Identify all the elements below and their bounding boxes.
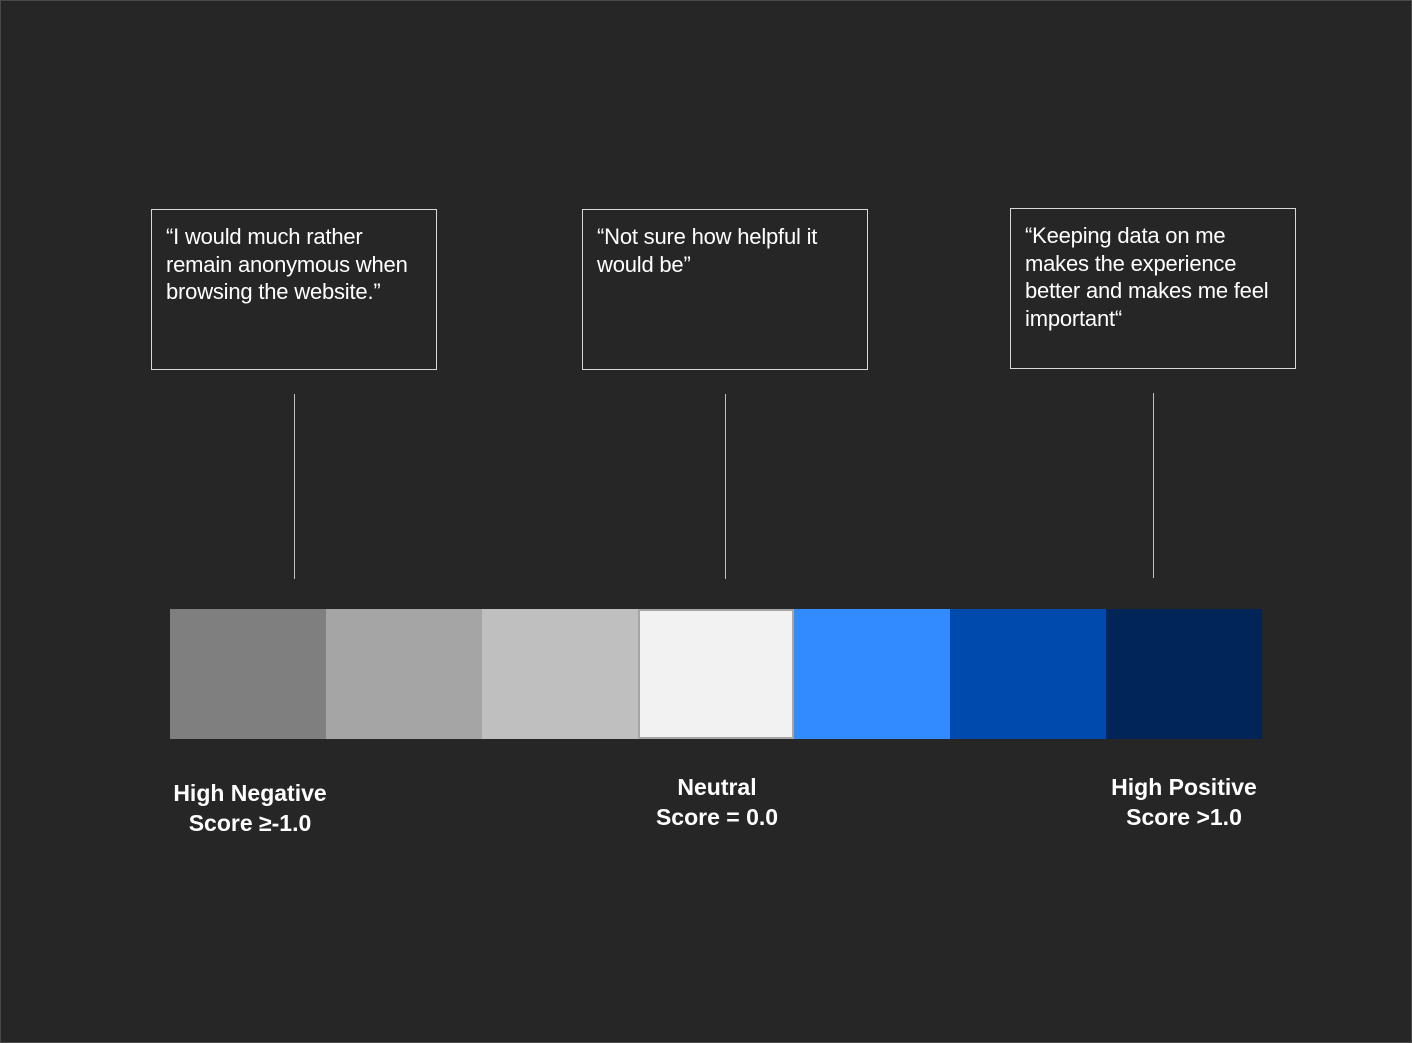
quote-text-positive: “Keeping data on me makes the experience…: [1025, 223, 1269, 331]
scale-segment-3: [482, 609, 638, 739]
label-neutral-score: Score = 0.0: [655, 804, 779, 830]
quote-text-negative: “I would much rather remain anonymous wh…: [166, 224, 408, 304]
scale-segment-5: [794, 609, 950, 739]
label-high-positive-score: Score >1.0: [1126, 804, 1242, 830]
label-high-positive: High Positive Score >1.0: [1054, 772, 1314, 832]
label-neutral: Neutral Score = 0.0: [587, 772, 847, 832]
label-neutral-title: Neutral: [677, 774, 757, 800]
scale-segment-neutral: [638, 609, 794, 739]
scale-segment-7: [1106, 609, 1262, 739]
label-high-negative-score: Score ≥-1.0: [188, 810, 312, 836]
label-high-positive-title: High Positive: [1111, 774, 1257, 800]
sentiment-color-scale: [170, 609, 1262, 739]
quote-box-neutral: “Not sure how helpful it would be”: [582, 209, 868, 370]
label-high-negative: High Negative Score ≥-1.0: [120, 778, 380, 838]
scale-segment-2: [326, 609, 482, 739]
quote-text-neutral: “Not sure how helpful it would be”: [597, 224, 818, 277]
scale-segment-1: [170, 609, 326, 739]
connector-line-negative: [294, 394, 295, 579]
scale-segment-6: [950, 609, 1106, 739]
label-high-negative-title: High Negative: [173, 780, 327, 806]
connector-line-positive: [1153, 393, 1154, 578]
connector-line-neutral: [725, 394, 726, 579]
quote-box-positive: “Keeping data on me makes the experience…: [1010, 208, 1296, 369]
quote-box-negative: “I would much rather remain anonymous wh…: [151, 209, 437, 370]
